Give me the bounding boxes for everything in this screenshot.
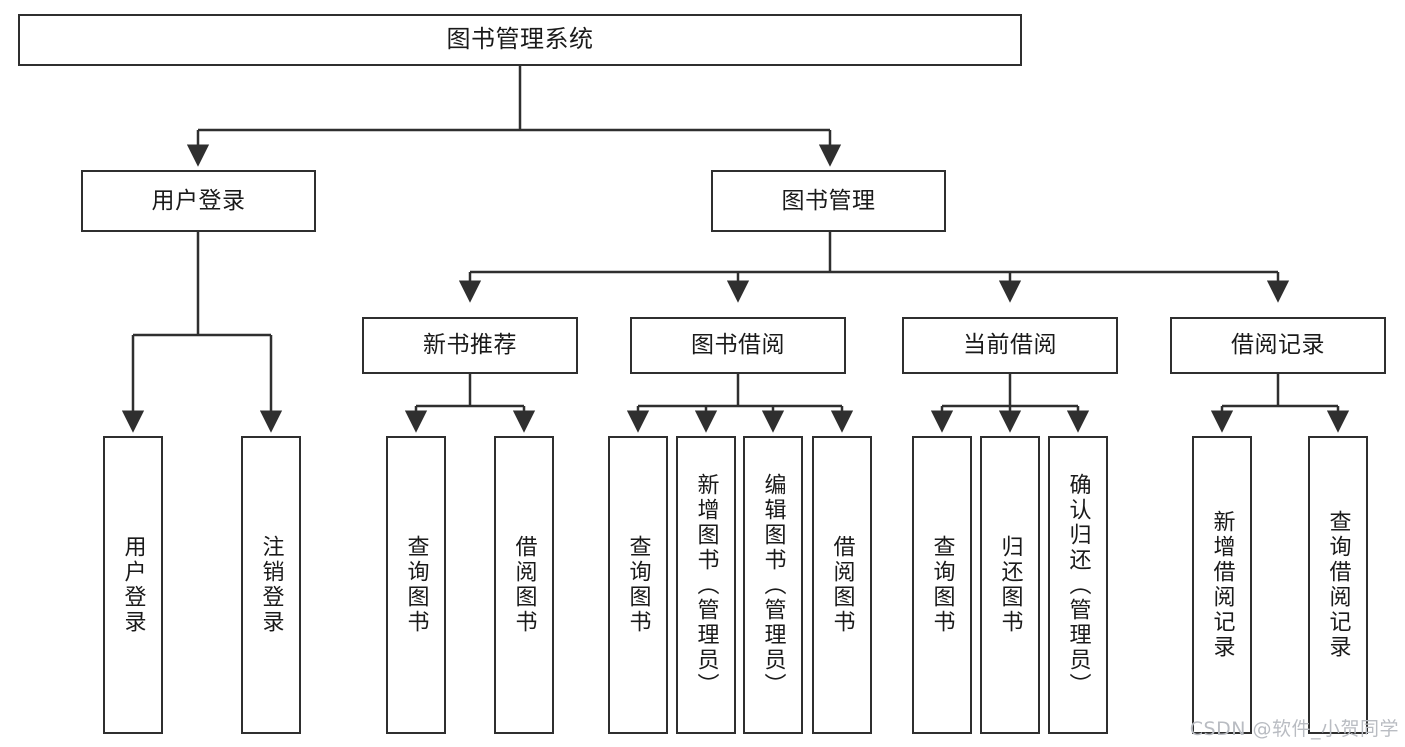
node-label: 查询图书: [929, 535, 955, 635]
node-new-book-recommend[interactable]: 新书推荐: [362, 317, 578, 374]
node-label: 当前借阅: [963, 332, 1057, 359]
node-label: 编辑图书（管理员）: [760, 472, 786, 698]
leaf-add-book-admin[interactable]: 新增图书（管理员）: [676, 436, 736, 734]
node-label: 图书管理: [781, 187, 876, 214]
leaf-return-book[interactable]: 归还图书: [980, 436, 1040, 734]
csdn-watermark: CSDN @软件_小贺同学: [1189, 718, 1399, 740]
node-book-borrow[interactable]: 图书借阅: [630, 317, 846, 374]
leaf-edit-book-admin[interactable]: 编辑图书（管理员）: [743, 436, 803, 734]
node-book-manage[interactable]: 图书管理: [711, 170, 946, 232]
leaf-logout[interactable]: 注销登录: [241, 436, 301, 734]
leaf-borrow-book[interactable]: 借阅图书: [812, 436, 872, 734]
node-label: 注销登录: [258, 535, 284, 635]
node-label: 查询借阅记录: [1325, 510, 1351, 660]
leaf-query-book-borrow[interactable]: 查询图书: [608, 436, 668, 734]
node-label: 查询图书: [403, 535, 429, 635]
node-current-borrow[interactable]: 当前借阅: [902, 317, 1118, 374]
node-label: 借阅图书: [511, 535, 537, 635]
leaf-user-login[interactable]: 用户登录: [103, 436, 163, 734]
leaf-borrow-book-recommend[interactable]: 借阅图书: [494, 436, 554, 734]
node-root-system[interactable]: 图书管理系统: [18, 14, 1022, 66]
node-label: 图书管理系统: [446, 25, 594, 54]
node-user-login[interactable]: 用户登录: [81, 170, 316, 232]
leaf-confirm-return-admin[interactable]: 确认归还（管理员）: [1048, 436, 1108, 734]
node-label: 查询图书: [625, 535, 651, 635]
node-borrow-record[interactable]: 借阅记录: [1170, 317, 1386, 374]
node-label: 图书借阅: [691, 332, 785, 359]
leaf-query-book-current[interactable]: 查询图书: [912, 436, 972, 734]
node-label: 新书推荐: [423, 332, 517, 359]
node-label: 借阅图书: [829, 535, 855, 635]
node-label: 借阅记录: [1231, 332, 1325, 359]
node-label: 用户登录: [120, 535, 146, 635]
leaf-query-borrow-record[interactable]: 查询借阅记录: [1308, 436, 1368, 734]
node-label: 归还图书: [997, 535, 1023, 635]
leaf-add-borrow-record[interactable]: 新增借阅记录: [1192, 436, 1252, 734]
leaf-query-book-recommend[interactable]: 查询图书: [386, 436, 446, 734]
node-label: 新增图书（管理员）: [693, 472, 719, 698]
node-label: 确认归还（管理员）: [1065, 472, 1091, 698]
node-label: 新增借阅记录: [1209, 510, 1235, 660]
node-label: 用户登录: [151, 187, 246, 214]
